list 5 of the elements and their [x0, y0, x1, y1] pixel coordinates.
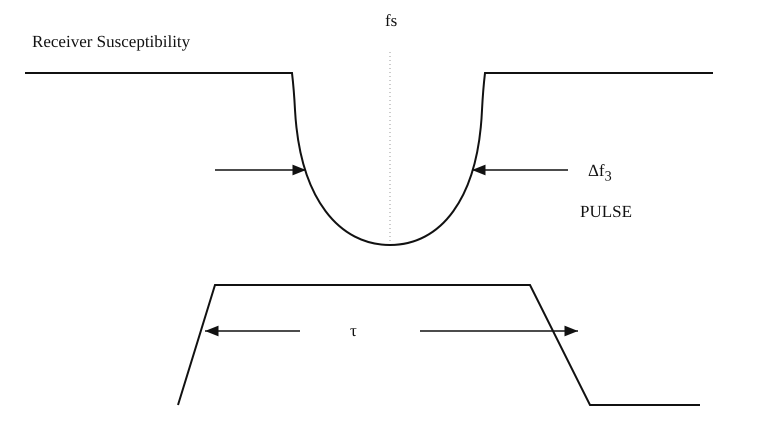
pulse-width-label: τ — [350, 322, 357, 339]
bandwidth-label: Δf$_{3}$ — [588, 162, 612, 184]
pulse-title: PULSE — [580, 203, 632, 220]
frequency-label: fs — [385, 12, 398, 29]
curve-title: Receiver Susceptibility — [32, 33, 190, 50]
